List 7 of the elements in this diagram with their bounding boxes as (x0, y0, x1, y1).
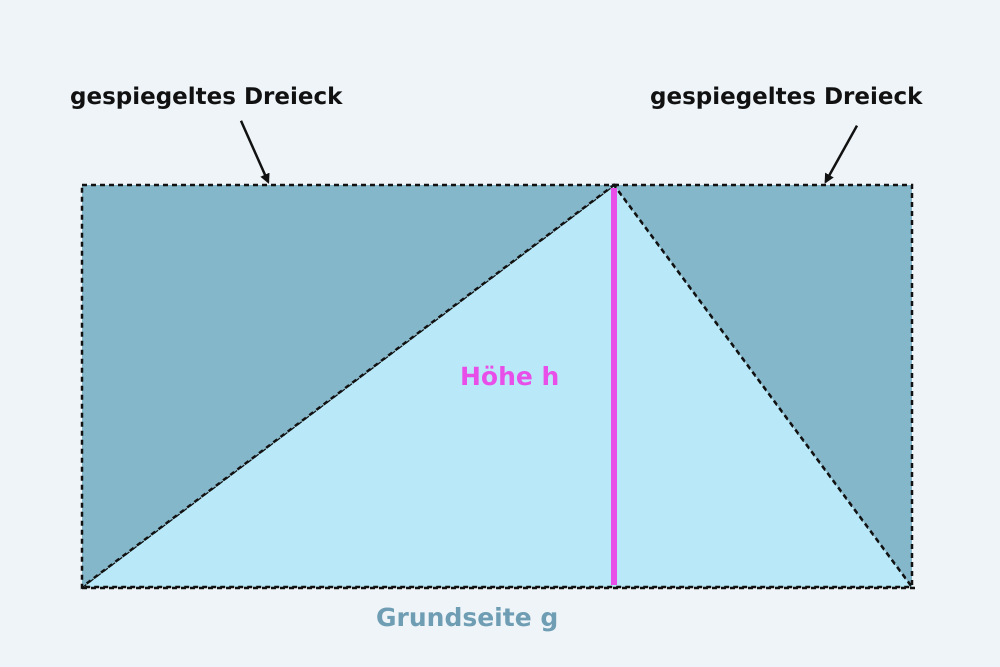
callout-text: gespiegeltes Dreieck (650, 84, 950, 116)
mirrored-triangle (614, 185, 912, 587)
callout-text: gespiegeltes Dreieck (70, 84, 370, 116)
arrow (824, 125, 858, 184)
height-label: Höhe h (460, 362, 560, 391)
arrow (240, 120, 270, 184)
base-label: Grundseite g (376, 603, 558, 632)
